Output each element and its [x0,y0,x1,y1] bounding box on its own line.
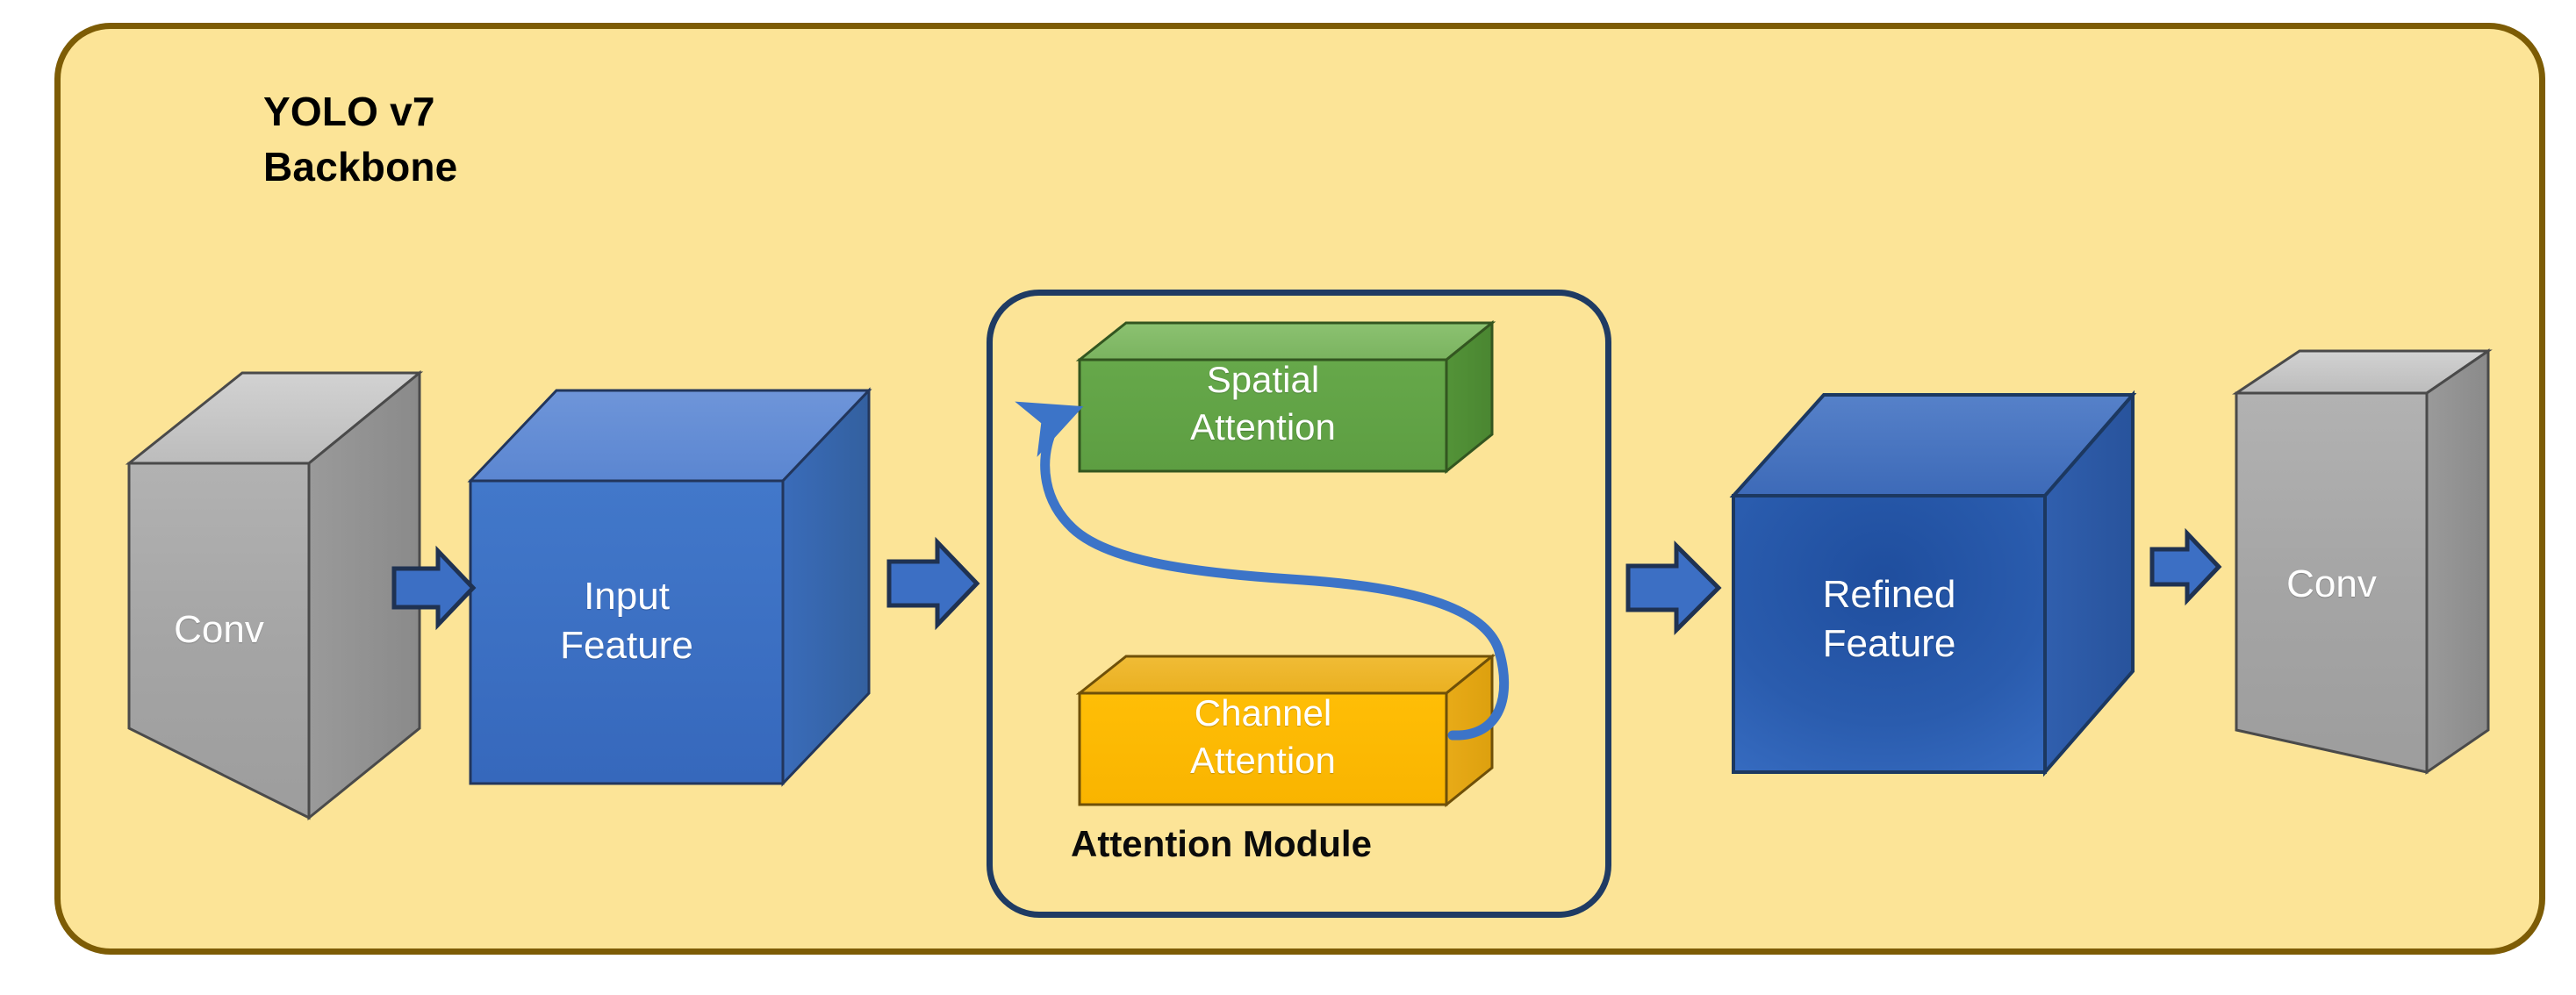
attention-module-label: Attention Module [1071,823,1372,864]
attention-module-container [987,290,1611,918]
page-title: YOLO v7 Backbone [263,89,458,190]
